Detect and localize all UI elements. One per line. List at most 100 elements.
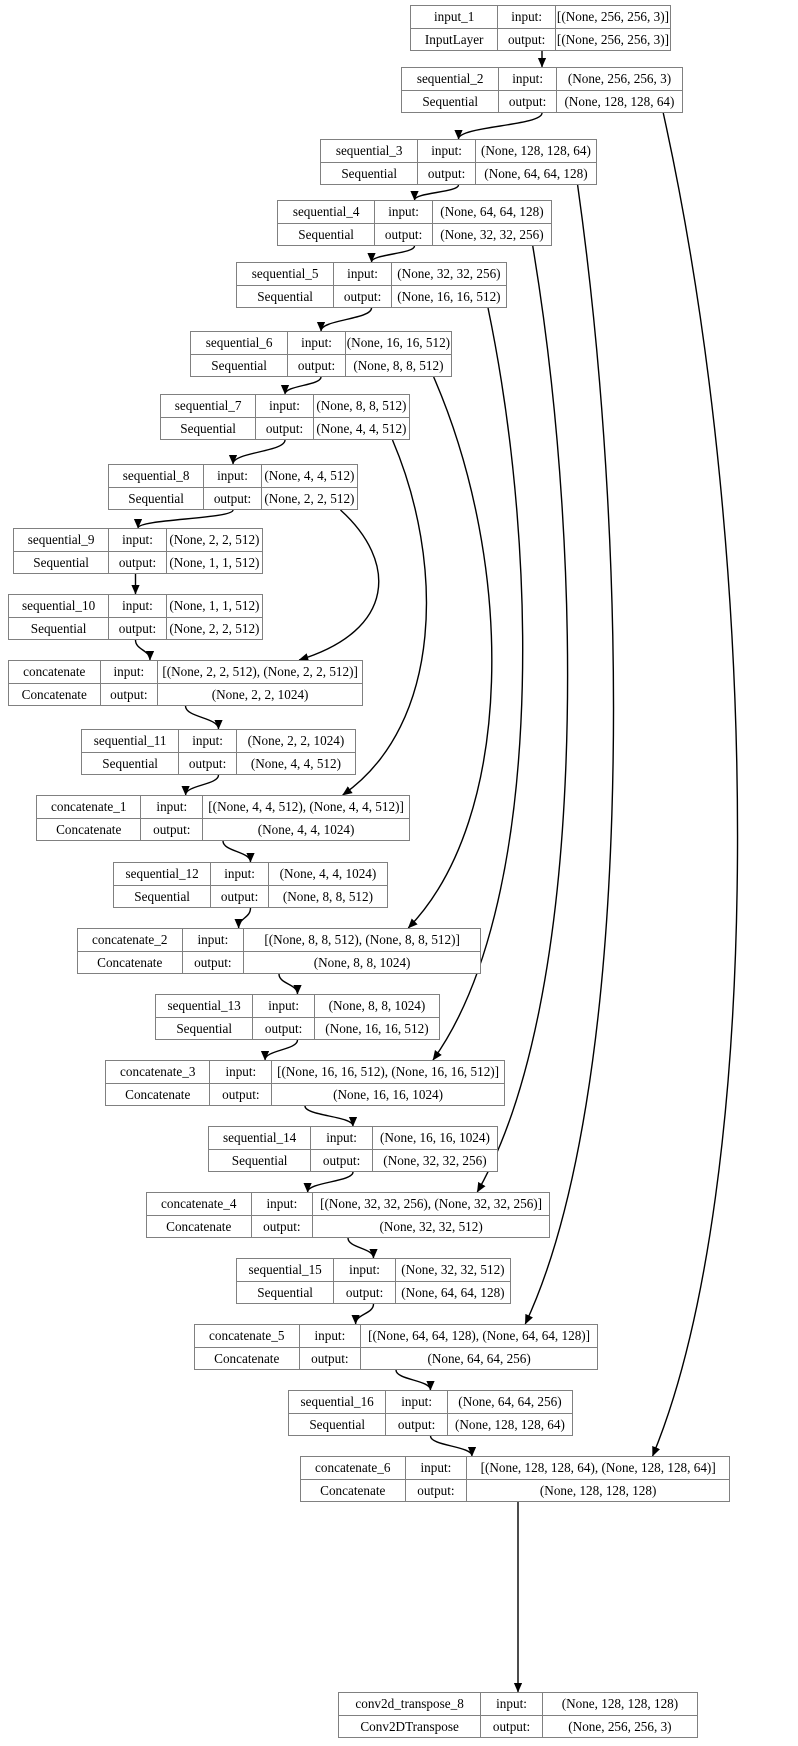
- node-input-shape: [(None, 4, 4, 512), (None, 4, 4, 512)]: [208, 799, 404, 815]
- node-input-label: input:: [311, 1127, 373, 1149]
- node-input-label: input:: [210, 1061, 273, 1083]
- node-output-shape: (None, 128, 128, 128): [539, 1482, 657, 1498]
- node-input-label: input:: [498, 6, 556, 28]
- graph-edge-sequential_6-to-concatenate_2: [407, 376, 493, 929]
- node-output-label: output:: [300, 1347, 362, 1369]
- node-input-label: input:: [211, 863, 269, 885]
- graph-edge-sequential_8-to-sequential_9: [133, 509, 234, 529]
- node-output-label: output:: [210, 1083, 273, 1105]
- graph-edge-sequential_11-to-concatenate_1: [181, 774, 220, 796]
- node-output-label: output:: [252, 1215, 314, 1237]
- graph-edge-sequential_2-to-sequential_3: [454, 112, 543, 140]
- node-class-name: Sequential: [14, 551, 110, 573]
- node-class-name: Concatenate: [106, 1083, 211, 1105]
- node-input-shape: (None, 4, 4, 512): [264, 468, 355, 484]
- node-layer-name: sequential_15: [237, 1259, 335, 1281]
- node-layer-name: conv2d_transpose_8: [339, 1693, 482, 1715]
- node-class-name: Concatenate: [195, 1347, 300, 1369]
- node-output-shape: (None, 4, 4, 512): [250, 755, 341, 771]
- node-layer-name: concatenate_2: [78, 929, 183, 951]
- node-output-label: output:: [498, 28, 556, 50]
- node-layer-name: sequential_2: [402, 68, 500, 90]
- node-layer-name: sequential_10: [9, 595, 110, 617]
- node-output-shape: (None, 16, 16, 1024): [333, 1086, 444, 1102]
- node-output-label: output:: [109, 551, 167, 573]
- node-input-shape: (None, 4, 4, 1024): [279, 866, 377, 882]
- node-output-label: output:: [375, 223, 433, 245]
- node-input-shape: (None, 32, 32, 512): [401, 1262, 505, 1278]
- graph-edge-sequential_4-to-concatenate_4: [476, 245, 569, 1193]
- graph-edge-concatenate_5-to-sequential_16: [395, 1369, 435, 1391]
- node-output-shape: (None, 8, 8, 512): [353, 357, 444, 373]
- graph-edge-sequential_3-to-sequential_4: [410, 184, 460, 201]
- graph-edge-concatenate_4-to-sequential_15: [347, 1237, 378, 1259]
- node-layer-name: sequential_8: [109, 465, 205, 487]
- node-input-label: input:: [256, 395, 314, 417]
- node-output-label: output:: [183, 951, 245, 973]
- node-input-label: input:: [252, 1193, 314, 1215]
- node-input-shape: (None, 128, 128, 64): [481, 143, 591, 159]
- node-layer-name: concatenate_6: [301, 1457, 406, 1479]
- node-output-label: output:: [481, 1715, 543, 1737]
- node-output-label: output:: [418, 162, 476, 184]
- node-output-shape: (None, 1, 1, 512): [169, 554, 260, 570]
- node-input-shape: [(None, 2, 2, 512), (None, 2, 2, 512)]: [162, 664, 358, 680]
- node-layer-name: sequential_16: [289, 1391, 387, 1413]
- node-output-shape: (None, 2, 2, 512): [264, 490, 355, 506]
- node-output-label: output:: [109, 617, 167, 639]
- node-layer-name: sequential_14: [209, 1127, 312, 1149]
- node-layer-name: sequential_9: [14, 529, 110, 551]
- node-output-shape: (None, 2, 2, 512): [169, 620, 260, 636]
- node-class-name: Sequential: [156, 1017, 254, 1039]
- node-class-name: Concatenate: [9, 683, 101, 705]
- node-output-shape: (None, 8, 8, 512): [282, 888, 373, 904]
- node-output-label: output:: [288, 354, 346, 376]
- node-output-shape: (None, 128, 128, 64): [455, 1416, 565, 1432]
- graph-edge-sequential_16-to-concatenate_6: [429, 1435, 477, 1457]
- node-input-shape: (None, 256, 256, 3): [567, 71, 672, 87]
- node-input-label: input:: [183, 929, 245, 951]
- node-class-name: Sequential: [191, 354, 289, 376]
- node-input-label: input:: [300, 1325, 362, 1347]
- node-class-name: Sequential: [109, 487, 205, 509]
- node-output-shape: (None, 2, 2, 1024): [211, 686, 309, 702]
- node-input-label: input:: [406, 1457, 468, 1479]
- node-output-label: output:: [334, 1281, 396, 1303]
- node-class-name: Concatenate: [78, 951, 183, 973]
- node-output-label: output:: [179, 752, 237, 774]
- graph-edge-sequential_8-to-concatenate: [298, 509, 380, 662]
- node-layer-name: input_1: [411, 6, 499, 28]
- node-output-label: output:: [256, 417, 314, 439]
- node-input-label: input:: [334, 1259, 396, 1281]
- node-class-name: Conv2DTranspose: [339, 1715, 482, 1737]
